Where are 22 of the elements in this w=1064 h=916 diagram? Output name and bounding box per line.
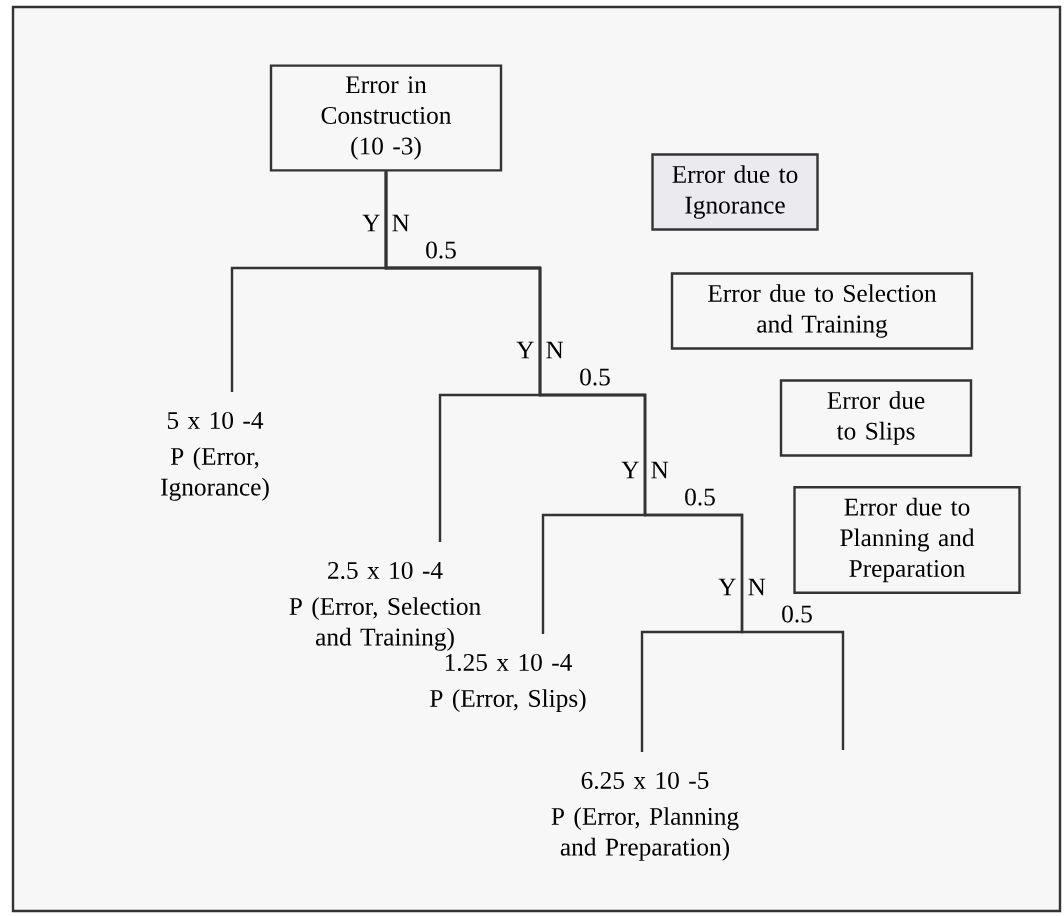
branch-label: N xyxy=(392,214,410,232)
probability-text: 1.25 x 10 -4 P (Error, Slips) xyxy=(430,653,586,713)
branch-label: N xyxy=(651,461,669,479)
probability-text: 5 x 10 -4 P (Error, Ignorance) xyxy=(161,411,269,501)
branch-label: N xyxy=(546,341,564,359)
event-box: Error in Construction (10 -3) xyxy=(269,64,503,172)
branch-label: Y xyxy=(621,461,639,479)
category-box: Error due to Ignorance xyxy=(651,153,819,231)
branch-label: N xyxy=(748,578,766,596)
probability-label: 0.5 xyxy=(782,605,812,623)
probability-text: 6.25 x 10 -5 P (Error, Planning and Preparation) xyxy=(551,771,739,861)
branch-label: Y xyxy=(718,578,736,596)
category-box: Error due to Planning and Preparation xyxy=(793,486,1021,595)
category-box: Error due to Selection and Training xyxy=(670,272,974,350)
branch-label: Y xyxy=(516,341,534,359)
probability-label: 0.5 xyxy=(426,241,456,259)
probability-text: 2.5 x 10 -4 P (Error, Selection and Training) xyxy=(289,561,481,651)
category-box: Error due to Slips xyxy=(779,379,973,457)
probability-label: 0.5 xyxy=(685,488,715,506)
branch-label: Y xyxy=(362,214,380,232)
branch-line xyxy=(384,171,845,750)
probability-label: 0.5 xyxy=(580,368,610,386)
